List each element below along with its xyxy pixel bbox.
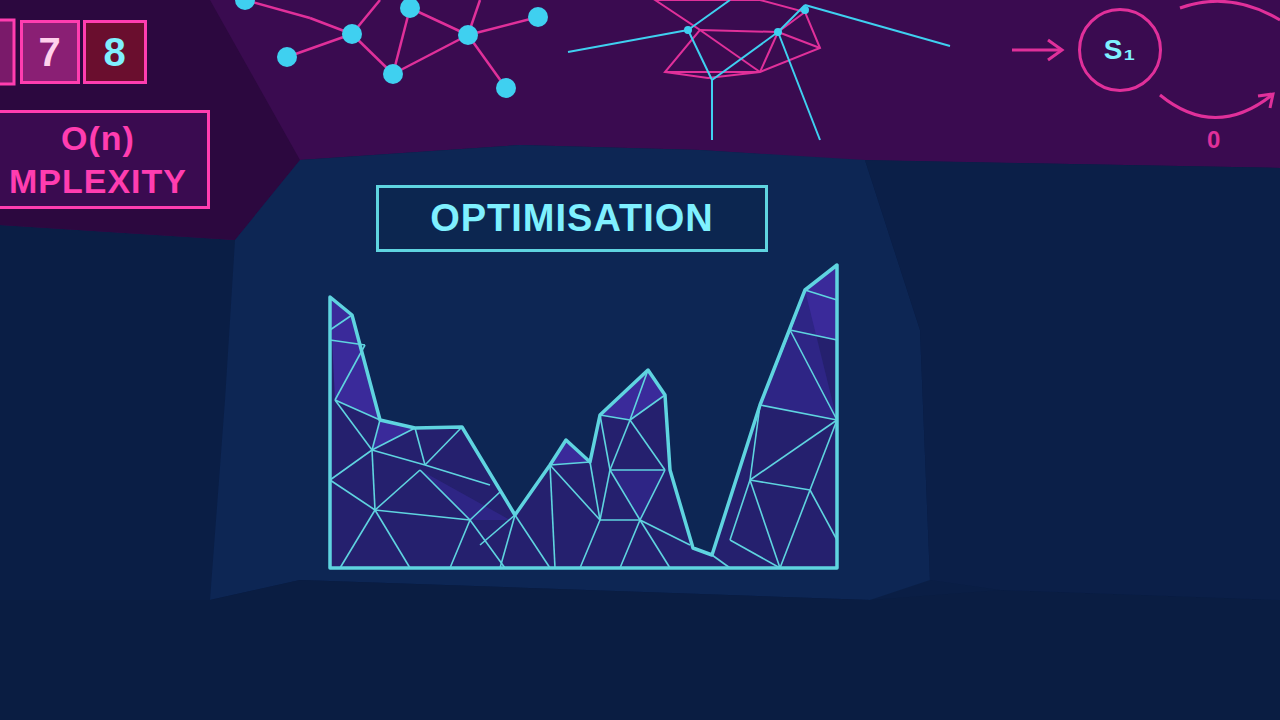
graph-vertices [235, 0, 548, 98]
array-cell [0, 20, 14, 84]
node-text: O(n) [61, 117, 135, 160]
node-text: MPLEXITY [9, 160, 187, 203]
transition-label: 0 [1207, 126, 1220, 154]
optimisation-landscape [330, 265, 837, 568]
array-cell: 8 [83, 20, 147, 84]
node-text: S₁ [1104, 35, 1136, 66]
bottom-ground [0, 580, 1280, 720]
node-text: 7 [38, 30, 61, 74]
right-panel [865, 160, 1280, 600]
title-box: OPTIMISATION [376, 185, 768, 252]
node-text: OPTIMISATION [430, 198, 714, 240]
state-transition [1012, 1, 1280, 117]
mesh-points [684, 6, 809, 36]
voronoi-lines [568, 0, 950, 140]
delaunay-mesh [655, 0, 820, 78]
array-cell: 7 [20, 20, 80, 84]
complexity-box: O(n)MPLEXITY [0, 110, 210, 209]
state-circle: S₁ [1078, 8, 1162, 92]
node-text: 8 [103, 30, 126, 74]
center-panel [210, 145, 930, 600]
network-graph [245, 0, 538, 88]
